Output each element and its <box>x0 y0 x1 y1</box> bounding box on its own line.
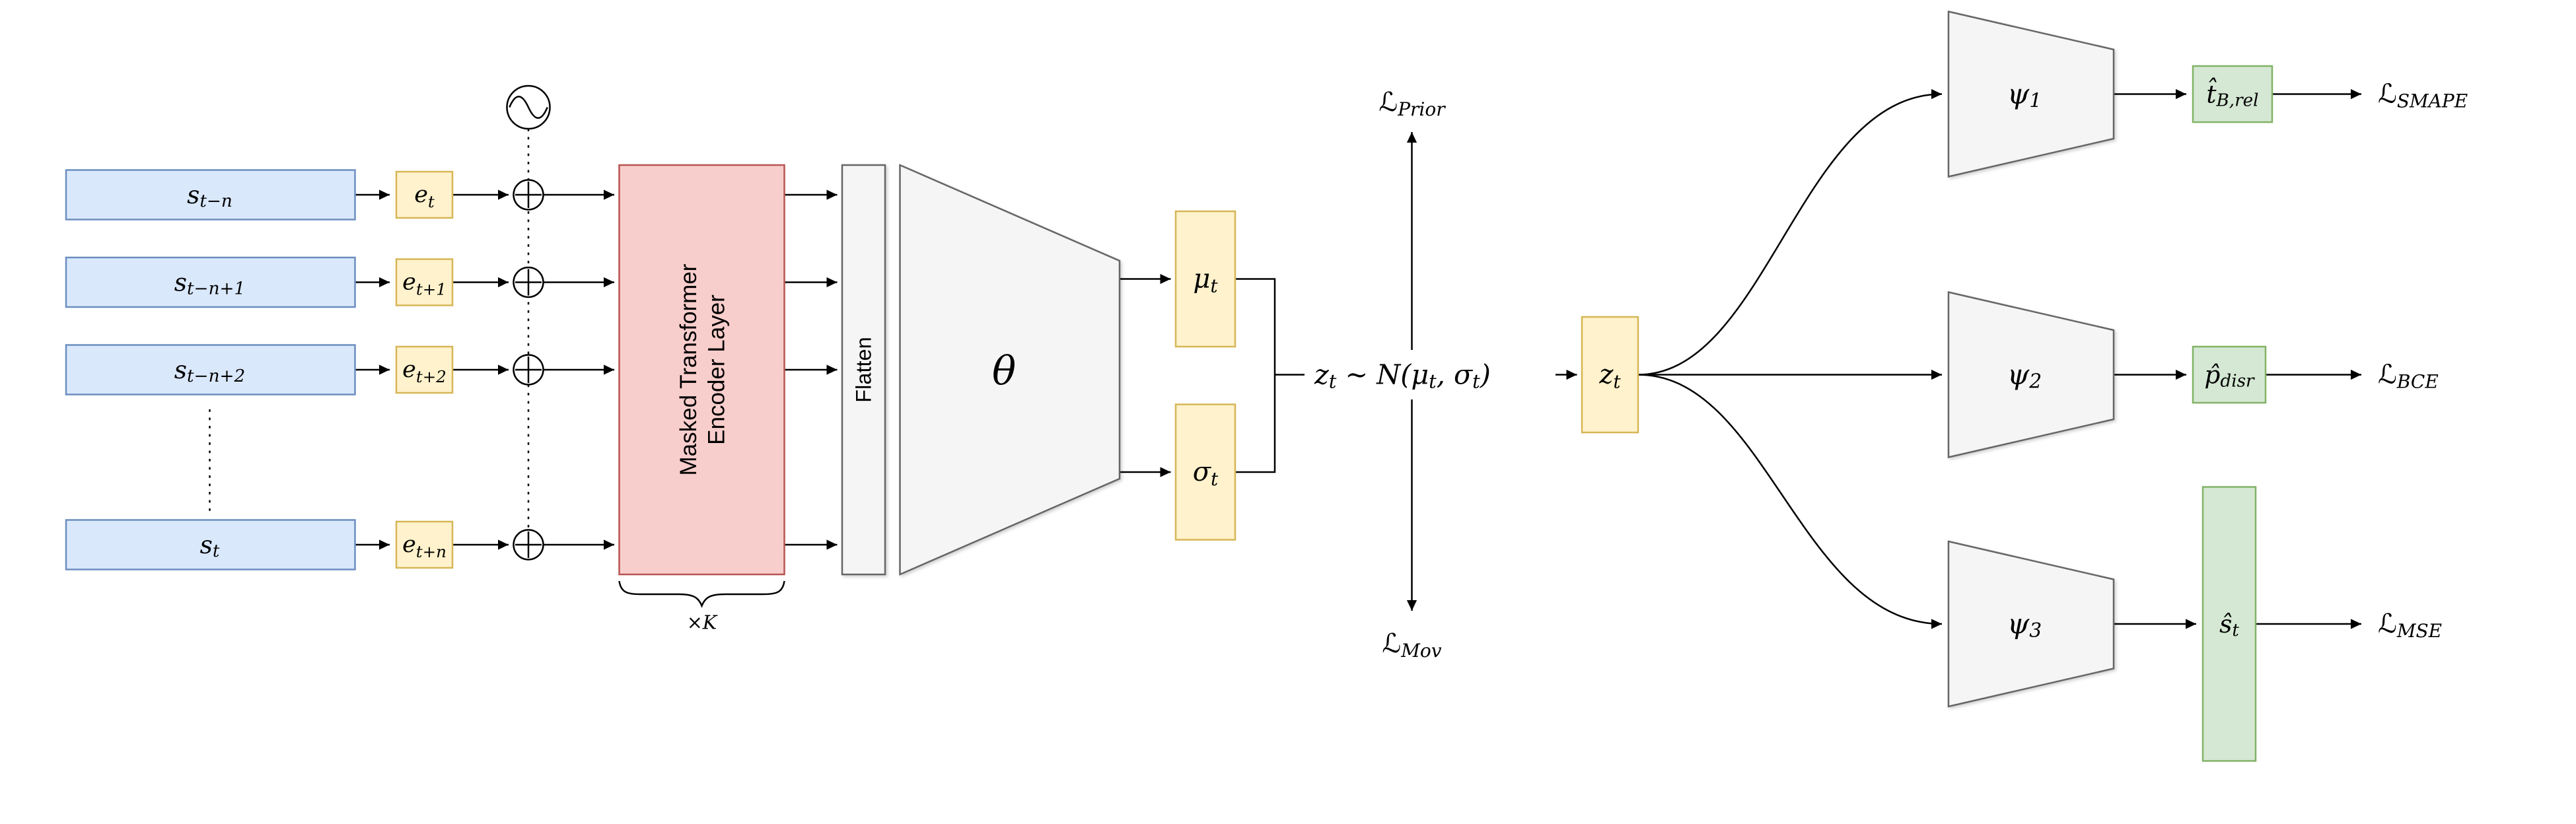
encoder-label-line2: Encoder Layer <box>704 294 730 445</box>
embedding-label: et+2 <box>402 357 447 386</box>
loss-label-bce: ℒBCE <box>2378 360 2439 393</box>
encoder-box <box>618 164 785 576</box>
output-label-2: p̂disr <box>2204 360 2255 392</box>
mu-label: μt <box>1193 264 1218 297</box>
input-box-1 <box>65 169 356 221</box>
output-box-1 <box>2192 65 2273 123</box>
latent-join-bracket <box>1235 278 1276 473</box>
psi1-trapezoid <box>1947 10 2115 178</box>
input-box-4 <box>65 519 356 570</box>
input-box-2 <box>65 256 356 308</box>
flatten-label: Flatten <box>852 337 876 402</box>
repeat-count-label: ×K <box>687 611 718 634</box>
embedding-label: et <box>414 182 435 211</box>
embedding-box-4 <box>395 520 454 569</box>
theta-trapezoid <box>899 164 1121 576</box>
psi2-trapezoid <box>1947 291 2115 459</box>
output-label-3: ŝt <box>2219 609 2239 640</box>
mov-loss-label: ℒMov <box>1382 629 1441 662</box>
input-label: st <box>200 530 220 561</box>
prior-loss-label: ℒPrior <box>1378 87 1446 120</box>
sample-label-background <box>1308 350 1556 399</box>
flatten-box <box>841 164 886 576</box>
adder-nodes <box>513 179 544 561</box>
input-label: st−n+1 <box>174 267 245 298</box>
wires <box>209 88 2361 629</box>
encoder-label-line1: Masked Transformer <box>676 263 701 475</box>
input-label: st−n+2 <box>174 355 245 386</box>
branch-curve-bottom <box>1637 374 1943 629</box>
embedding-label: et+1 <box>402 269 447 299</box>
input-box-3 <box>65 344 356 395</box>
psi1-label: ψ1 <box>2007 78 2042 112</box>
loss-label-smape: ℒSMAPE <box>2378 79 2468 111</box>
embedding-box-3 <box>395 345 454 394</box>
embedding-label: et+n <box>402 532 447 561</box>
sine-wave-icon <box>509 96 548 119</box>
output-box-2 <box>2192 345 2267 404</box>
mu-box <box>1174 210 1236 348</box>
theta-label: θ <box>992 349 1016 395</box>
loss-label-mse: ℒMSE <box>2378 609 2442 642</box>
embedding-box-2 <box>395 258 454 306</box>
psi3-trapezoid <box>1947 540 2115 708</box>
sigma-box <box>1174 403 1236 541</box>
output-box-3 <box>2201 486 2257 762</box>
branch-curve-top <box>1637 88 1943 376</box>
psi2-label: ψ2 <box>2007 359 2042 393</box>
z-box <box>1581 316 1639 434</box>
underbrace <box>618 580 785 608</box>
positional-encoding-icon <box>506 85 551 130</box>
output-label-1: t̂B,rel <box>2206 77 2258 110</box>
sample-expression-label: zt ∼ N(μt, σt) <box>1314 359 1491 393</box>
sigma-label: σt <box>1193 457 1219 490</box>
psi3-label: ψ3 <box>2007 608 2042 642</box>
embedding-box-1 <box>395 170 454 219</box>
z-label: zt <box>1598 360 1621 393</box>
input-label: st−n <box>187 180 233 211</box>
